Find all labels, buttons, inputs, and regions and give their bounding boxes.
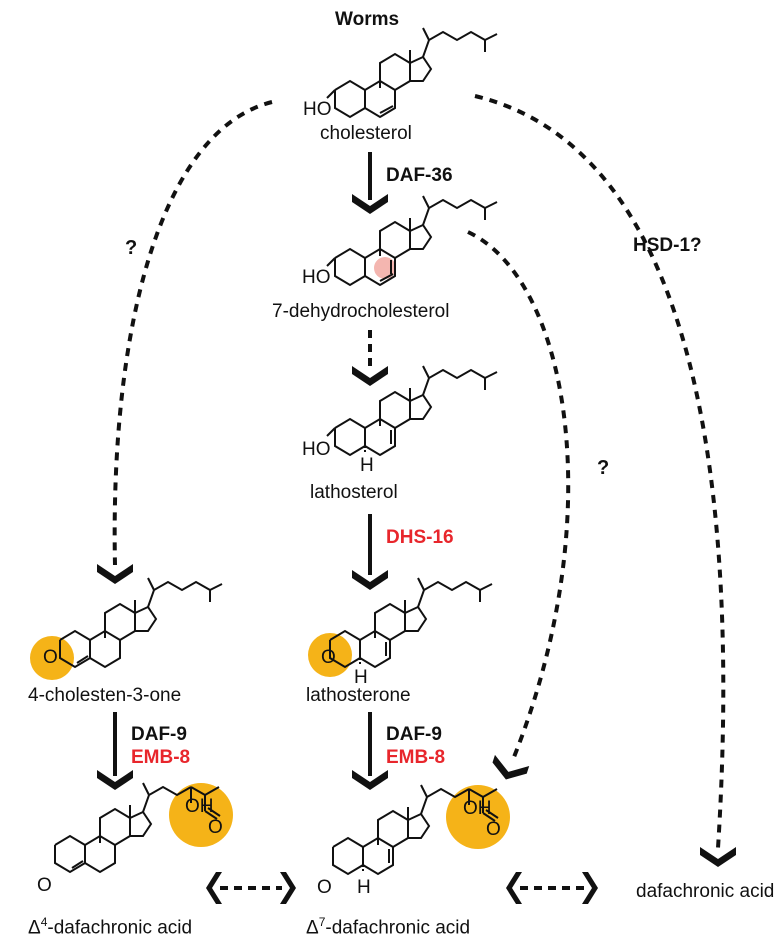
label-d7-dafachronic-acid: Δ7-dafachronic acid — [306, 916, 470, 937]
structure-4-cholesten-3-one — [59, 577, 223, 668]
enzyme-dhs-16: DHS-16 — [386, 527, 454, 548]
arrow-daf36 — [352, 152, 388, 214]
arrow-dashed-dehydro-to-d7 — [467, 230, 571, 786]
highlight-7-dehydro — [374, 257, 396, 279]
atom-o-d7-ketone: O — [317, 877, 332, 898]
atom-oh-d7: OH — [463, 798, 492, 819]
atom-o-lathosterone: O — [321, 647, 336, 668]
arrow-dashed-dehydro-to-lathosterol — [352, 330, 388, 386]
structure-lathosterone — [329, 577, 493, 668]
atom-o-d4: O — [208, 817, 223, 838]
atom-oh-d4: OH — [185, 796, 214, 817]
enzyme-daf-36: DAF-36 — [386, 165, 453, 186]
highlight-ketone-left — [30, 636, 74, 680]
equilibrium-right — [506, 872, 598, 904]
structure-d7-dafachronic-acid — [332, 784, 499, 875]
atom-o-d7: O — [486, 819, 501, 840]
atom-ho-lathosterol: HO — [302, 439, 331, 460]
arrow-mid-daf9 — [352, 712, 388, 790]
arrow-dashed-left-curve — [97, 100, 273, 584]
atom-o-cholestenone: O — [43, 647, 58, 668]
atom-h-d7: H — [357, 877, 371, 898]
enzyme-daf-9-left: DAF-9 — [131, 724, 187, 745]
label-text: -dafachronic acid — [325, 917, 471, 939]
label-4-cholesten-3-one: 4-cholesten-3-one — [28, 685, 182, 706]
arrow-dashed-right-curve — [474, 94, 736, 867]
delta-superscript: 4 — [40, 915, 48, 929]
unknown-step-left: ? — [125, 237, 138, 259]
structure-cholesterol — [326, 27, 498, 118]
equilibrium-left — [206, 872, 296, 904]
atom-h-lathosterol: H — [360, 455, 374, 476]
figure-title: Worms — [335, 9, 400, 30]
label-text: -dafachronic acid — [47, 917, 193, 939]
delta-superscript: 7 — [318, 915, 326, 929]
label-cholesterol: cholesterol — [320, 123, 412, 144]
enzyme-daf-9-mid: DAF-9 — [386, 724, 442, 745]
label-dafachronic-acid: dafachronic acid — [636, 881, 775, 902]
atom-ho-dehydro: HO — [302, 267, 331, 288]
atom-o-d4-ketone: O — [37, 875, 52, 896]
structure-7-dehydrocholesterol — [326, 195, 498, 286]
atom-ho-cholesterol: HO — [303, 99, 332, 120]
label-lathosterol: lathosterol — [310, 482, 398, 503]
atom-h-lathosterone: H — [354, 667, 368, 688]
delta-symbol: Δ — [28, 917, 41, 939]
arrow-dhs16 — [352, 514, 388, 590]
enzyme-emb-8-mid: EMB-8 — [386, 747, 446, 768]
highlight-acid-left — [169, 783, 233, 847]
arrow-left-daf9 — [97, 712, 133, 790]
structure-d4-dafachronic-acid — [54, 782, 221, 873]
highlight-acid-mid — [446, 785, 510, 849]
unknown-step-right: ? — [597, 457, 610, 479]
structure-lathosterol — [326, 365, 498, 456]
delta-symbol: Δ — [306, 917, 319, 939]
enzyme-emb-8-left: EMB-8 — [131, 747, 191, 768]
label-7-dehydrocholesterol: 7-dehydrocholesterol — [272, 301, 450, 322]
label-d4-dafachronic-acid: Δ4-dafachronic acid — [28, 916, 192, 937]
enzyme-hsd-1: HSD-1? — [633, 235, 702, 256]
label-lathosterone: lathosterone — [306, 685, 411, 706]
